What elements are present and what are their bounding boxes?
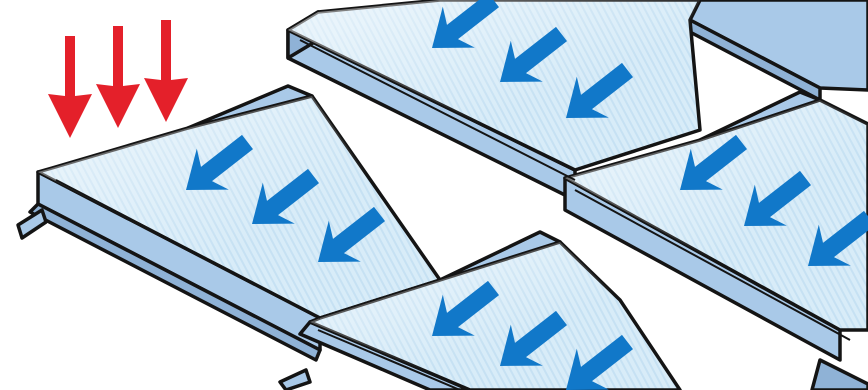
diagonal-down-left-arrow-icon (500, 26, 567, 82)
panel-arrows (186, 0, 868, 390)
diagonal-down-left-arrow-icon (680, 134, 747, 190)
glazing-panels (36, 0, 868, 390)
diagonal-down-left-arrow-icon (744, 170, 811, 226)
rim-line-top (299, 39, 576, 181)
diagonal-down-left-arrow-icon (500, 310, 567, 366)
down-arrow-icon (144, 20, 188, 122)
down-arrow-icon (48, 36, 92, 138)
rim-line-right (574, 189, 851, 341)
down-arrow-icon (96, 26, 140, 128)
rim-line-left (55, 179, 321, 319)
frame-right-lower (810, 358, 868, 390)
diagonal-down-left-arrow-icon (808, 210, 868, 266)
frame-left-end (16, 208, 48, 240)
frame-bottom-end (278, 368, 312, 390)
diagonal-down-left-arrow-icon (186, 134, 253, 190)
incoming-arrows (48, 20, 188, 138)
frame-left-front-lip (28, 202, 322, 362)
rim-line-bottom (317, 329, 461, 390)
diagonal-down-left-arrow-icon (318, 206, 385, 262)
diagonal-down-left-arrow-icon (252, 168, 319, 224)
diagonal-down-left-arrow-icon (432, 0, 499, 48)
diagonal-down-left-arrow-icon (432, 280, 499, 336)
diagonal-down-left-arrow-icon (566, 62, 633, 118)
diagonal-down-left-arrow-icon (566, 334, 633, 390)
